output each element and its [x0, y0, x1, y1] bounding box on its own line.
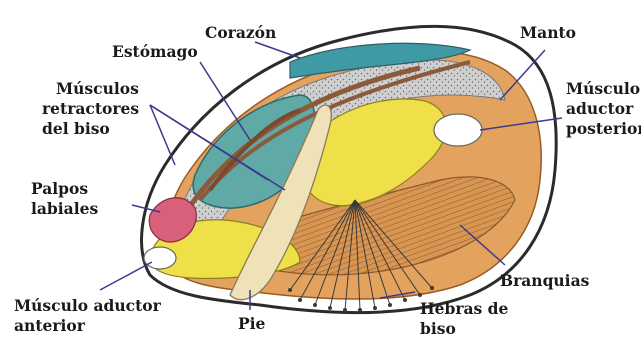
label-aductor-posterior-line1: Músculo	[566, 80, 640, 98]
label-musculos-retractores-line1: Músculos	[56, 80, 139, 98]
label-musculos-retractores-line2: retractores	[42, 100, 139, 118]
posterior-adductor	[434, 114, 482, 146]
label-aductor-posterior-line2: aductor	[566, 100, 633, 118]
label-pie: Pie	[238, 315, 265, 333]
anterior-adductor	[144, 247, 176, 269]
label-palpos-line1: Palpos	[31, 180, 88, 198]
label-estomago: Estómago	[112, 43, 198, 61]
label-hebras-line2: biso	[420, 320, 456, 338]
label-branquias: Branquias	[500, 272, 589, 290]
label-palpos-line2: labiales	[31, 200, 98, 218]
leader-retractor-a	[150, 105, 175, 165]
label-musculos-retractores-line3: del biso	[42, 120, 110, 138]
label-aductor-anterior-line2: anterior	[14, 317, 85, 335]
leader-aductor-anterior	[100, 262, 152, 290]
label-corazon: Corazón	[205, 24, 276, 42]
label-hebras-line1: Hebras de	[420, 300, 508, 318]
label-aductor-posterior-line3: posterior	[566, 120, 641, 138]
label-aductor-anterior-line1: Músculo aductor	[14, 297, 161, 315]
label-manto: Manto	[520, 24, 576, 42]
leader-corazon	[255, 42, 300, 58]
